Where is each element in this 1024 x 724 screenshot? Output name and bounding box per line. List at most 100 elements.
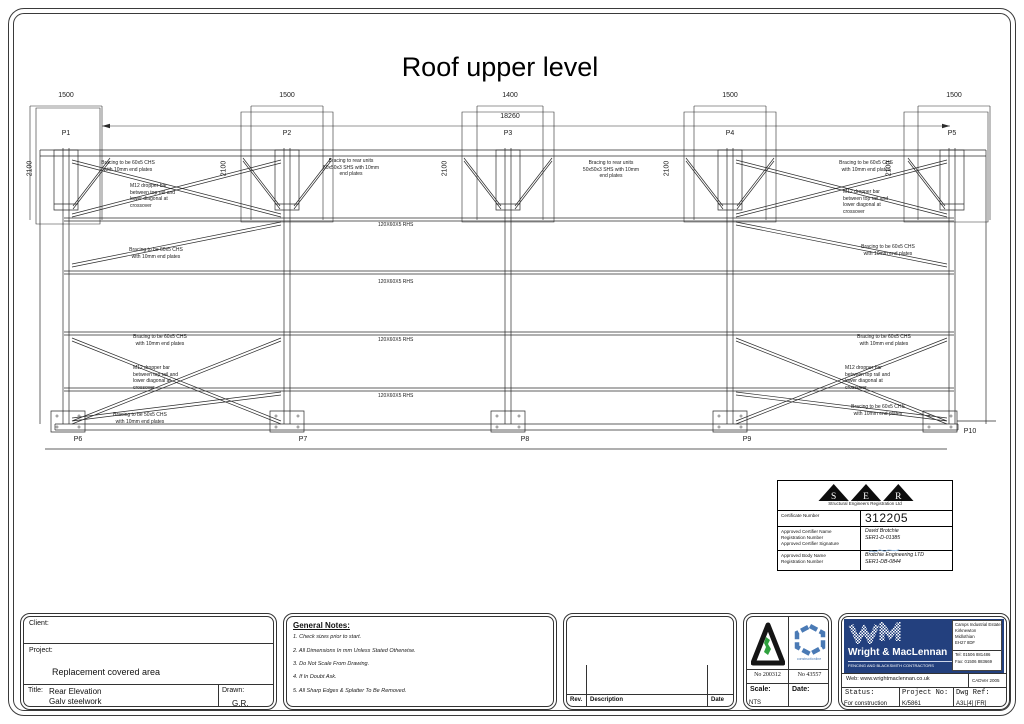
dim-height-1: 2100 [26, 160, 34, 177]
project-label: Project: [29, 647, 53, 654]
fencing-association-logo [751, 622, 785, 666]
certifier-signature [868, 548, 900, 553]
general-note-5: 5. All Sharp Edges & Splatter To Be Remo… [293, 688, 407, 694]
rail-label-1: 120X60X5 RHS [378, 222, 414, 228]
ser-certificate-number: 312205 [865, 511, 909, 525]
divider [24, 643, 273, 644]
note-dropper-lower-right: M12 dropper bar between top rail and low… [845, 365, 891, 391]
cad-version: CADVer 2005 [972, 678, 1000, 683]
dim-bay3: 1400 [502, 92, 518, 99]
dim-bay2: 1500 [279, 92, 295, 99]
dim-overall: 18260 [500, 113, 520, 120]
divider [968, 673, 969, 687]
company-web: Web: www.wrightmaclennan.co.uk [846, 676, 930, 682]
company-address: Camps Industrial Estate Kirknewton Midlo… [955, 622, 1001, 646]
fca-number: No 200312 [754, 672, 781, 678]
title-block-panel: Client: Project: Replacement covered are… [20, 613, 277, 710]
rail-label-3: 120X60X5 RHS [378, 337, 414, 343]
rail-label-2: 120X60X5 RHS [378, 279, 414, 285]
divider [953, 650, 1001, 651]
divider [218, 684, 219, 706]
note-rear-units-bay3: Bracing to rear units 50x50x3 SHS with 1… [582, 160, 640, 179]
revision-date-header: Date [711, 697, 725, 703]
project-no-label: Project No: [902, 689, 949, 697]
drawing-title: Roof upper level [401, 52, 599, 82]
column-label-p1: P1 [61, 130, 71, 137]
dim-bay4: 1500 [722, 92, 738, 99]
company-address-box: Camps Industrial Estate Kirknewton Midlo… [952, 620, 1002, 671]
note-bracing-upper-left: Bracing to be 60x5 CHS with 10mm end pla… [101, 160, 155, 173]
certifications-panel: constructionline No 200312 No 43557 Scal… [743, 613, 832, 710]
svg-text:S: S [831, 492, 836, 502]
divider [747, 669, 828, 670]
ser-certificate-row: Certificate Number 312205 [778, 511, 952, 527]
company-fax: Fax: 01506 883669 [955, 659, 993, 664]
note-dropper-upper-left: M12 dropper bar between top rail and low… [130, 183, 176, 209]
company-panel: Wright & MacLennan FENCING AND BLACKSMIT… [838, 613, 1010, 710]
column-label-p10: P10 [963, 428, 977, 435]
general-note-2: 2. All Dimensions In mm Unless Stated Ot… [293, 648, 416, 654]
divider [842, 687, 1006, 688]
title-value: Rear Elevation Galv steelwork [49, 687, 102, 707]
constructionline-logo [794, 624, 826, 656]
status-value: For construction [844, 701, 888, 707]
general-note-1: 1. Check sizes prior to start. [293, 634, 362, 640]
page-border-outer [8, 8, 1016, 716]
column-label-p2: P2 [282, 130, 292, 137]
date-label: Date: [792, 686, 810, 693]
ser-body-row: Approved Body Name Registration Number B… [778, 551, 952, 570]
divider [953, 687, 954, 706]
ser-logo: S E R Structural Engineers Registration … [778, 481, 952, 511]
column-label-p7: P7 [298, 436, 308, 443]
wm-logo [848, 622, 901, 644]
note-bracing-lower-right: Bracing to be 60x5 CHS with 10mm end pla… [857, 334, 911, 347]
dwg-ref-value: A3L[4] [FR] [956, 701, 987, 707]
client-label: Client: [29, 620, 49, 627]
project-no-value: K/5861 [902, 701, 922, 707]
revision-panel: Rev. Description Date [563, 613, 737, 710]
column-label-p8: P8 [520, 436, 530, 443]
drawn-value: G.R. [232, 699, 249, 707]
dim-height-4: 2100 [663, 160, 671, 177]
dim-bay1: 1500 [58, 92, 74, 99]
column-label-p9: P9 [742, 436, 752, 443]
divider [788, 617, 789, 706]
column-label-p6: P6 [73, 436, 83, 443]
drawn-label: Drawn: [222, 687, 245, 694]
page-border-inner [13, 13, 1011, 711]
ser-certificate-block: S E R Structural Engineers Registration … [777, 480, 953, 571]
svg-text:R: R [895, 492, 902, 502]
dim-bay5: 1500 [946, 92, 962, 99]
column-label-p4: P4 [725, 130, 735, 137]
constructionline-number: No 43557 [797, 672, 822, 678]
constructionline-caption: constructionline [796, 657, 822, 661]
divider [899, 687, 900, 706]
scale-label: Scale: [750, 686, 771, 693]
divider [707, 665, 708, 706]
dim-height-2: 2100 [220, 160, 228, 177]
status-label: Status: [845, 689, 875, 697]
ser-certificate-label: Certificate Number [778, 511, 861, 526]
dim-height-3: 2100 [441, 160, 449, 177]
ser-body-value: Brotchie Engineering LTD SER1-DB-0844 [865, 552, 925, 565]
note-bracing-mid-left: Bracing to be 60x5 CHS with 10mm end pla… [129, 247, 183, 260]
dwg-ref-label: Dwg Ref: [956, 689, 990, 697]
project-value: Replacement covered area [52, 667, 161, 677]
note-bracing-upper-right: Bracing to be 60x5 CHS with 10mm end pla… [839, 160, 893, 173]
note-rear-units-bay2: Bracing to rear units 50x50x3 SHS with 1… [322, 158, 380, 177]
rail-label-4: 120X60X5 RHS [378, 393, 414, 399]
divider [586, 665, 587, 706]
column-label-p5: P5 [947, 130, 957, 137]
note-bracing-lower-left: Bracing to be 60x5 CHS with 10mm end pla… [133, 334, 187, 347]
ser-certifier-row: Approved Certifier Name Registration Num… [778, 527, 952, 553]
company-tagline: FENCING AND BLACKSMITH CONTRACTORS [848, 661, 952, 668]
note-dropper-upper-right: M12 dropper bar between top rail and low… [843, 189, 889, 215]
note-dropper-lower-left: M12 dropper bar between top rail and low… [133, 365, 179, 391]
general-notes-heading: General Notes: [293, 621, 350, 630]
divider [567, 694, 733, 695]
general-note-4: 4. If In Doubt Ask. [293, 674, 337, 680]
column-label-p3: P3 [503, 130, 513, 137]
ser-caption: Structural Engineers Registration Ltd [828, 501, 902, 506]
note-bracing-bottom-left: Bracing to be 50x5 CHS with 10mm end pla… [113, 412, 167, 425]
general-notes-panel: General Notes: 1. Check sizes prior to s… [283, 613, 557, 710]
